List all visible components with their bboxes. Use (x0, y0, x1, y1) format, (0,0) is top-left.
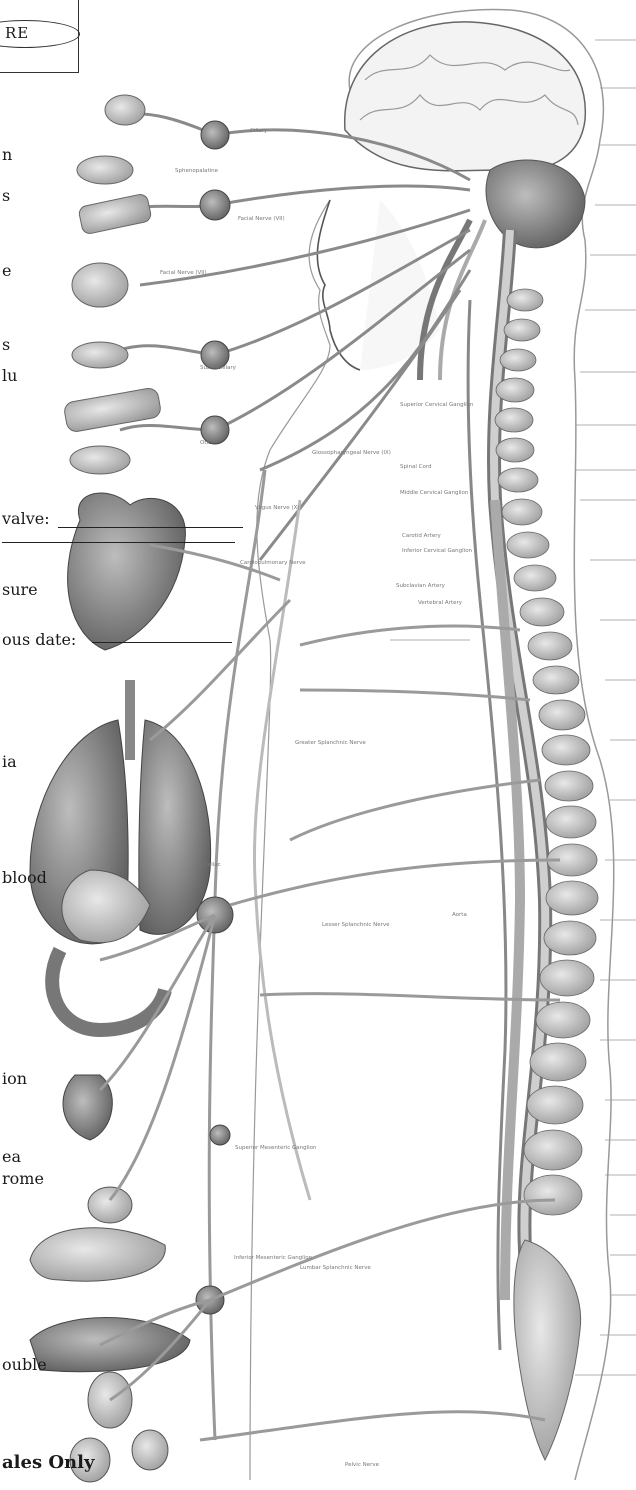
form-fragment-8: ous date: (2, 631, 76, 649)
brain (345, 22, 586, 171)
label-facial-nerve-top: Facial Nerve (VII) (238, 216, 285, 222)
form-fragment-15: ales Only (2, 1454, 94, 1472)
form-fragment-12: ea (2, 1148, 21, 1166)
rectum (30, 1318, 190, 1372)
colon (30, 1228, 165, 1281)
form-fragment-11: ion (2, 1070, 27, 1088)
form-fragment-9: ia (2, 753, 17, 771)
lung-right (139, 720, 211, 934)
label-greater-splanchnic: Greater Splanchnic Nerve (295, 740, 366, 746)
form-fragment-1: n (2, 146, 12, 164)
label-superior-cervical: Superior Cervical Ganglion (400, 402, 473, 408)
label-ciliary: Ciliary (250, 128, 267, 134)
face (317, 200, 360, 370)
label-spinal-cord: Spinal Cord (400, 464, 432, 470)
heart (68, 493, 186, 650)
form-fragment-13: rome (2, 1170, 44, 1188)
answer-line-2 (2, 542, 235, 543)
form-fragment-14: ouble (2, 1356, 47, 1374)
label-vagus: Vagus Nerve (X) (255, 505, 300, 511)
label-pelvic-nerve: Pelvic Nerve (345, 1462, 379, 1468)
form-fragment-10: blood (2, 869, 47, 887)
label-sphenopalatine: Sphenopalatine (175, 168, 218, 174)
sacrum (514, 1240, 581, 1460)
label-glossopharyngeal: Glossopharyngeal Nerve (IX) (312, 450, 391, 456)
splanchnic-nerves (100, 545, 560, 1440)
label-lumbar-splanchnic: Lumbar Splanchnic Nerve (300, 1265, 371, 1271)
small-organ (88, 1187, 132, 1223)
label-submaxillary: Submaxillary (200, 365, 236, 371)
label-lesser-splanchnic: Lesser Splanchnic Nerve (322, 922, 390, 928)
label-carotid-artery: Carotid Artery (402, 533, 441, 539)
label-cardiopulmonary: Cardiopulmonary Nerve (240, 560, 306, 566)
form-fragment-6: valve: (2, 510, 50, 528)
cerebellum (486, 160, 585, 248)
form-fragment-5: lu (2, 367, 17, 385)
label-middle-cervical: Middle Cervical Ganglion (400, 490, 468, 496)
label-inferior-cervical: Inferior Cervical Ganglion (402, 548, 472, 554)
label-subclavian-artery: Subclavian Artery (396, 583, 445, 589)
label-facial-nerve-mid: Facial Nerve (VII) (160, 270, 207, 276)
label-otic: Otic (200, 440, 211, 446)
answer-line-valve (58, 527, 243, 528)
label-aorta: Aorta (452, 912, 467, 918)
label-superior-mesenteric: Superior Mesenteric Ganglion (235, 1145, 317, 1151)
stomach (62, 870, 150, 943)
answer-line-date (92, 642, 232, 643)
form-fragment-4: s (2, 336, 10, 354)
form-fragment-3: e (2, 262, 11, 280)
form-fragment-2: s (2, 187, 10, 205)
label-inferior-mesenteric: Inferior Mesenteric Ganglion (234, 1255, 312, 1261)
form-fragment-7: sure (2, 581, 38, 599)
label-celiac: Celiac (204, 862, 221, 868)
label-vertebral-artery: Vertebral Artery (418, 600, 462, 606)
